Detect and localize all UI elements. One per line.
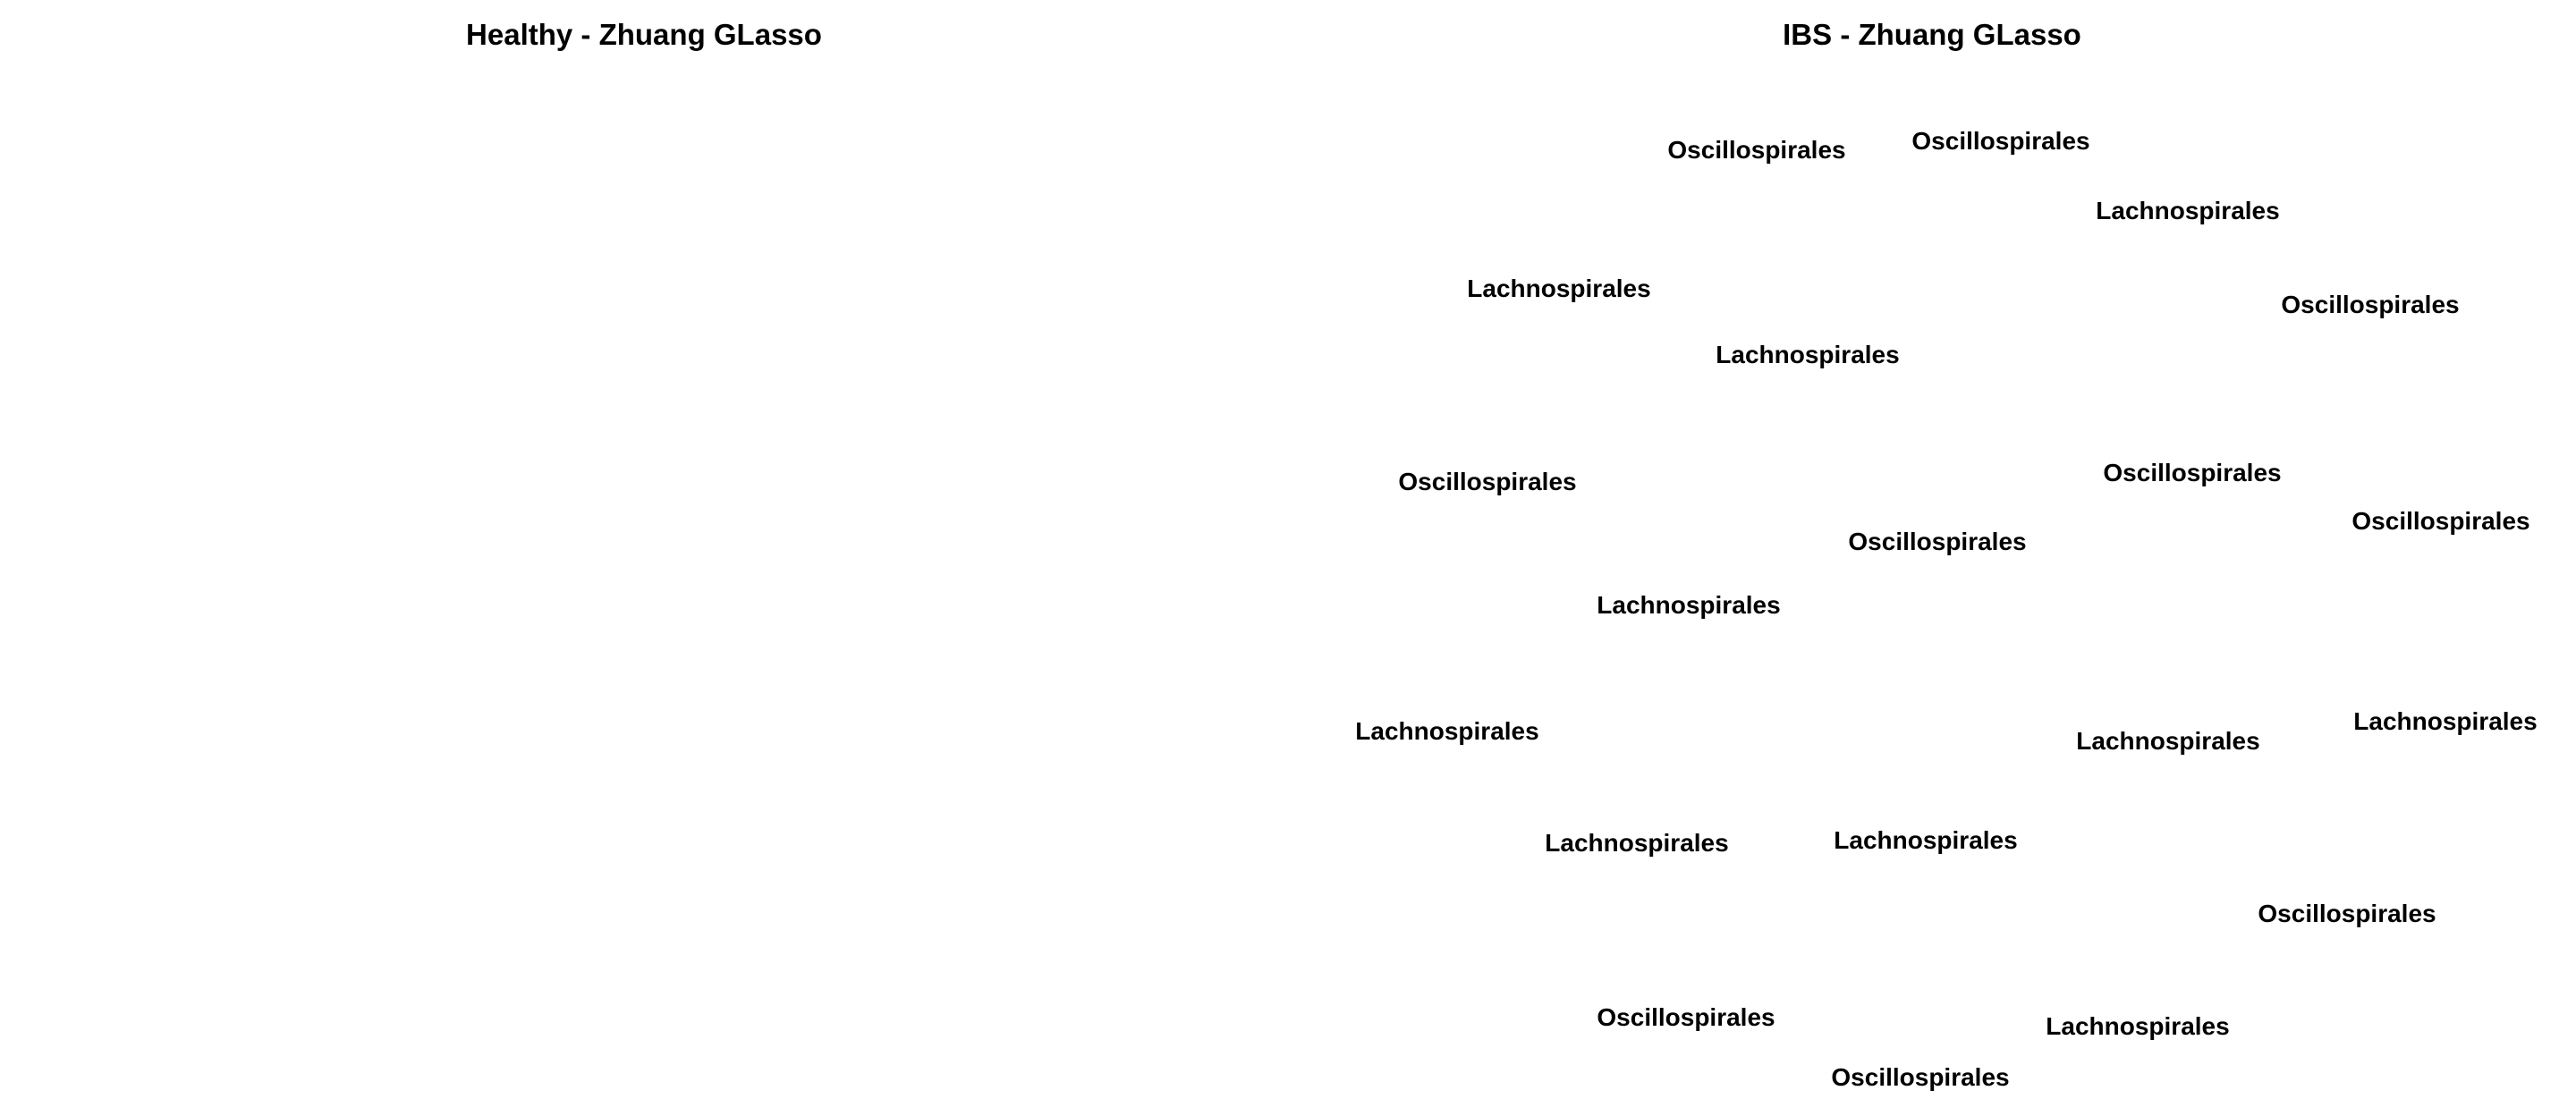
node-label: Lachnospirales bbox=[1355, 717, 1539, 745]
node-label: Lachnospirales bbox=[2076, 727, 2260, 755]
healthy-network-area bbox=[0, 0, 1288, 1116]
ibs-panel-title: IBS - Zhuang GLasso bbox=[1783, 18, 2081, 51]
ibs-network-panel: IBS - Zhuang GLasso Oscillospirales Osci… bbox=[1288, 0, 2576, 1116]
node-label: Oscillospirales bbox=[2351, 507, 2530, 535]
node-label: Lachnospirales bbox=[2353, 707, 2538, 735]
node-label: Lachnospirales bbox=[2046, 1012, 2230, 1040]
node-label: Lachnospirales bbox=[1545, 829, 1729, 857]
node-label: Oscillospirales bbox=[2258, 900, 2436, 927]
node-label: Lachnospirales bbox=[1467, 275, 1651, 302]
node-label: Oscillospirales bbox=[1597, 1003, 1775, 1031]
healthy-network-panel: Healthy - Zhuang GLasso bbox=[0, 0, 1288, 1116]
node-label: Lachnospirales bbox=[2096, 197, 2280, 224]
node-label: Oscillospirales bbox=[2281, 291, 2460, 318]
node-label: Oscillospirales bbox=[1848, 528, 2027, 555]
node-label: Lachnospirales bbox=[1716, 341, 1900, 368]
node-label: Lachnospirales bbox=[1834, 826, 2018, 854]
node-label: Oscillospirales bbox=[1831, 1063, 2010, 1091]
node-label: Oscillospirales bbox=[1667, 136, 1846, 164]
node-label: Lachnospirales bbox=[1597, 591, 1781, 619]
node-label: Oscillospirales bbox=[1398, 468, 1577, 495]
ibs-network-area: Oscillospirales Oscillospirales Lachnosp… bbox=[1288, 0, 2576, 1116]
node-label: Oscillospirales bbox=[2103, 459, 2282, 486]
node-label: Oscillospirales bbox=[1911, 127, 2090, 155]
healthy-panel-title: Healthy - Zhuang GLasso bbox=[466, 18, 822, 51]
